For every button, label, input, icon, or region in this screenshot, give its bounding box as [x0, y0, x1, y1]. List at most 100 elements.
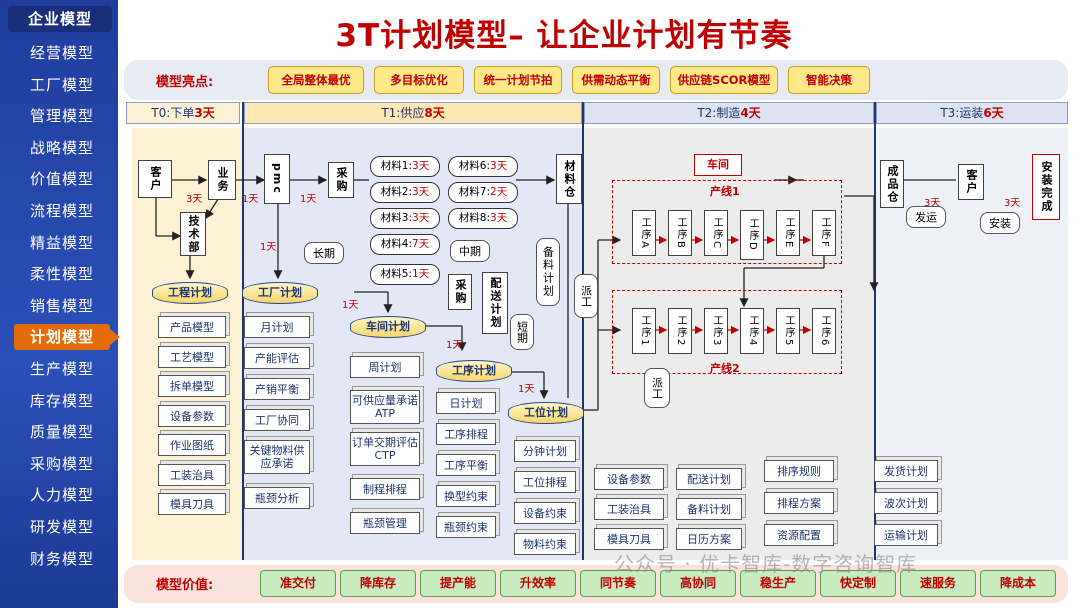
phase-t2-label: T2:制造 [697, 106, 741, 120]
lead-time-label: 1天 [260, 242, 277, 253]
value-chip: 高协同 [660, 570, 736, 597]
sidebar-item[interactable]: 计划模型 [14, 324, 120, 350]
material-days: 1天 [412, 268, 430, 280]
phase-t3-days: 6天 [983, 106, 1004, 120]
process-step: 工序1 [632, 308, 656, 354]
process-step: 工序4 [740, 308, 764, 354]
sidebar-item[interactable]: 财务模型 [29, 550, 94, 568]
highlight-chip: 智能决策 [788, 66, 870, 94]
material-name: 材料5: [380, 268, 413, 280]
sidebar-item[interactable]: 生产模型 [29, 360, 94, 378]
process-plan: 工序计划 [436, 360, 512, 382]
value-chip: 降成本 [980, 570, 1056, 597]
sidebar-item[interactable]: 研发模型 [29, 518, 94, 536]
highlight-chip: 统一计划节拍 [474, 66, 562, 94]
sidebar-item[interactable]: 采购模型 [29, 455, 94, 473]
highlights-label: 模型亮点: [156, 75, 214, 90]
lead-time-label: 3天 [1004, 198, 1021, 209]
material-days: 3天 [412, 160, 430, 172]
pmc-node: pmc [264, 154, 290, 204]
capability-item: 模具刀具 [158, 493, 226, 515]
values-label: 模型价值: [156, 578, 214, 593]
process-step: 工序3 [704, 308, 728, 354]
process-step: 工序B [668, 210, 692, 256]
lead-time-label: 3天 [924, 198, 941, 209]
capability-item: 拆单模型 [158, 375, 226, 397]
capability-item: 日计划 [436, 392, 496, 414]
capability-item: 排程方案 [764, 492, 834, 514]
material-name: 材料1: [380, 160, 413, 172]
dispatch-callout: 派工 [644, 368, 670, 408]
customer2-node: 客户 [958, 164, 984, 200]
purchase-node: 采购 [328, 162, 354, 198]
phase-t0-label: T0:下单 [151, 106, 195, 120]
material-days: 2天 [490, 186, 508, 198]
sidebar-item[interactable]: 质量模型 [29, 423, 94, 441]
engineering-plan: 工程计划 [152, 282, 228, 304]
material-name: 材料8: [458, 212, 491, 224]
tech-dept-node: 技术部 [180, 212, 206, 256]
sidebar-item[interactable]: 流程模型 [29, 202, 94, 220]
highlight-chip: 多目标优化 [374, 66, 464, 94]
mid-term-callout: 中期 [450, 240, 490, 262]
capability-item: 瓶颈分析 [244, 487, 310, 509]
sidebar-item[interactable]: 经营模型 [29, 44, 94, 62]
dispatch-callout: 派工 [574, 274, 598, 318]
sidebar-item[interactable]: 销售模型 [29, 297, 94, 315]
value-chip: 降库存 [340, 570, 416, 597]
line1-label: 产线1 [710, 185, 740, 198]
capability-item: 换型约束 [436, 485, 496, 507]
capability-item: 发货计划 [874, 460, 938, 482]
capability-item: 设备参数 [594, 468, 664, 490]
process-step: 工序D [740, 210, 764, 260]
phase-t1-label: T1:供应 [381, 106, 425, 120]
capability-item: 运输计划 [874, 524, 938, 546]
value-chip: 快定制 [820, 570, 896, 597]
capability-item: 物料约束 [514, 533, 576, 555]
phase-t0: T0:下单3天 [126, 102, 240, 124]
sidebar-item[interactable]: 战略模型 [29, 139, 94, 157]
finished-goods-node: 成品仓 [880, 160, 904, 208]
timeline-divider [874, 102, 876, 560]
sidebar-item[interactable]: 工厂模型 [29, 76, 94, 94]
material-name: 材料3: [380, 212, 413, 224]
sidebar-item[interactable]: 柔性模型 [29, 265, 94, 283]
phase-t0-area [132, 128, 242, 560]
material-prep-callout: 备料计划 [536, 238, 560, 306]
material-days: 7天 [412, 238, 430, 250]
value-chip: 速服务 [900, 570, 976, 597]
material-item: 材料6:3天 [448, 156, 518, 177]
material-item: 材料5:1天 [370, 264, 440, 285]
sidebar-item[interactable]: 企业模型 [8, 6, 112, 32]
highlight-chip: 供应链SCOR模型 [670, 66, 778, 94]
material-name: 材料6: [458, 160, 491, 172]
capability-item: 日历方案 [676, 528, 742, 550]
capability-item: 波次计划 [874, 492, 938, 514]
watermark: 公众号 · 优卡智库-数字咨询智库 [614, 552, 918, 576]
sidebar-item[interactable]: 价值模型 [29, 170, 94, 188]
lead-time-label: 3天 [186, 194, 203, 205]
flow-arrows [155, 175, 956, 411]
value-chip: 升效率 [500, 570, 576, 597]
phase-t2: T2:制造4天 [584, 102, 874, 124]
sidebar-item[interactable]: 精益模型 [29, 234, 94, 252]
value-chip: 稳生产 [740, 570, 816, 597]
material-item: 材料4:7天 [370, 234, 440, 255]
lead-time-label: 1天 [518, 384, 535, 395]
delivery-plan-node: 配送计划 [482, 272, 508, 334]
sidebar-item[interactable]: 人力模型 [29, 486, 94, 504]
capability-item: 设备约束 [514, 502, 576, 524]
material-item: 材料1:3天 [370, 156, 440, 177]
material-days: 3天 [490, 160, 508, 172]
material-name: 材料2: [380, 186, 413, 198]
material-warehouse-node: 材料仓 [556, 154, 582, 204]
timeline-divider [242, 102, 244, 560]
material-days: 3天 [412, 186, 430, 198]
sidebar-item[interactable]: 管理模型 [29, 107, 94, 125]
material-item: 材料2:3天 [370, 182, 440, 203]
sidebar-item[interactable]: 库存模型 [29, 392, 94, 410]
main-diagram: 3T计划模型– 让企业计划有节奏 模型亮点: 全局整体最优多目标优化统一计划节拍… [124, 0, 1076, 608]
workshop-plan: 车间计划 [350, 316, 426, 338]
capability-item: 排序规则 [764, 460, 834, 482]
value-chip: 同节奏 [580, 570, 656, 597]
